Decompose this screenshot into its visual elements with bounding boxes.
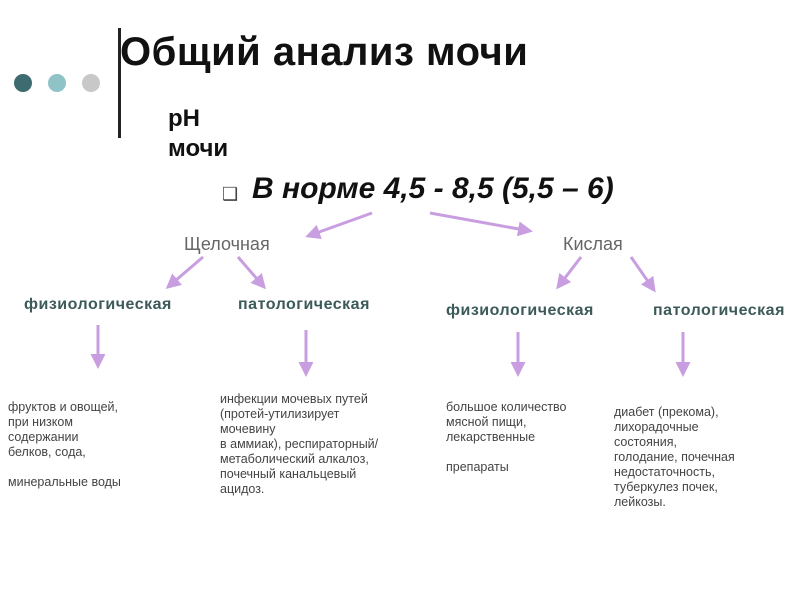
category-alkaline-physiological: физиологическая bbox=[24, 296, 172, 313]
arrow-to-acid bbox=[429, 211, 533, 237]
decor-dot-1 bbox=[14, 74, 32, 92]
arrow-alkaline-to-pathological bbox=[236, 256, 266, 290]
desc-alkaline-pathological: инфекции мочевых путей (протей-утилизиру… bbox=[220, 392, 379, 496]
desc-acid-pathological: диабет (прекома), лихорадочные состояния… bbox=[614, 405, 735, 509]
arrow-alkaline-to-physiological bbox=[165, 255, 204, 289]
branch-alkaline: Щелочная bbox=[184, 234, 270, 254]
arrow-acid-to-pathological bbox=[629, 256, 656, 293]
category-acid-pathological: патологическая bbox=[653, 302, 785, 319]
arrow-to-alkaline bbox=[305, 211, 373, 239]
bullet-icon: ❑ bbox=[222, 184, 239, 204]
title-divider bbox=[118, 28, 121, 138]
category-alkaline-pathological: патологическая bbox=[238, 296, 370, 313]
decor-dot-2 bbox=[48, 74, 66, 92]
desc-acid-physiological: большое количество мясной пищи, лекарств… bbox=[446, 400, 567, 474]
slide-subtitle: pH мочи bbox=[168, 105, 229, 162]
decor-dot-3 bbox=[82, 74, 100, 92]
slide-title: Общий анализ мочи bbox=[120, 30, 529, 74]
norm-range-text: В норме 4,5 - 8,5 (5,5 – 6) bbox=[252, 172, 614, 205]
category-acid-physiological: физиологическая bbox=[446, 302, 594, 319]
branch-acid: Кислая bbox=[563, 234, 623, 254]
desc-alkaline-physiological: фруктов и овощей, при низком содержании … bbox=[8, 400, 121, 489]
arrow-acid-to-physiological bbox=[556, 256, 583, 290]
